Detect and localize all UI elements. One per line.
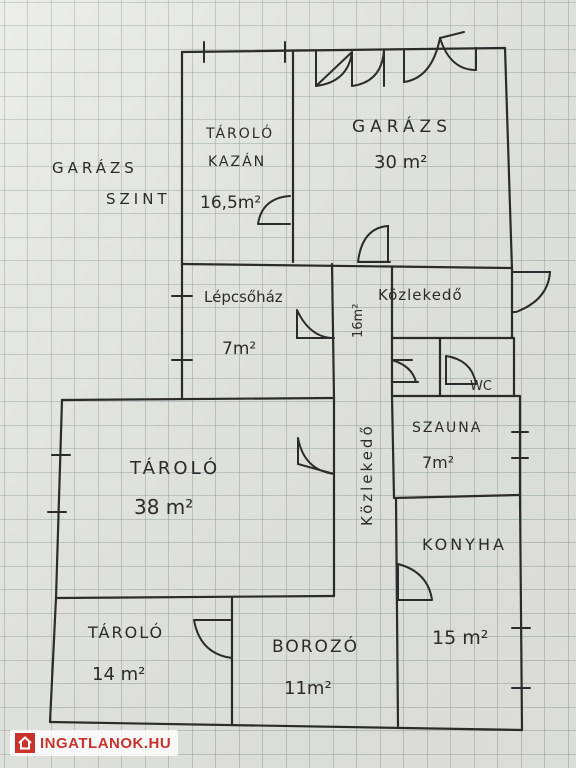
tarolo-kazan-area: 16,5m² [200, 193, 261, 213]
garazs-name: GARÁZS [352, 115, 452, 137]
tarolo-kazan-line1: TÁROLÓ [205, 124, 274, 142]
kozlekedo-vertical-name: Közlekedő [358, 423, 376, 526]
house-icon [15, 733, 35, 753]
szauna-area: 7m² [422, 453, 454, 472]
konyha-name: KONYHA [422, 535, 507, 554]
tarolo-small-area: 14 m² [92, 664, 145, 685]
borozo-area: 11m² [284, 678, 332, 699]
garazs-area: 30 m² [374, 152, 427, 173]
watermark: INGATLANOK.HU [10, 730, 179, 756]
walls [48, 46, 524, 732]
garazs-szint-line2: SZINT [106, 190, 171, 208]
lepcsohaz-area: 7m² [222, 339, 256, 359]
tarolo-big-name: TÁROLÓ [129, 457, 220, 479]
szauna-name: SZAUNA [412, 420, 482, 436]
tarolo-big-area: 38 m² [134, 495, 193, 519]
door-swings [193, 195, 552, 659]
kozlekedo-upper-area: 16m² [351, 304, 366, 338]
kozlekedo-upper-name: Közlekedő [378, 286, 463, 304]
konyha-area: 15 m² [432, 627, 488, 649]
wc-label: WC [470, 379, 492, 394]
lepcsohaz-name: Lépcsőház [204, 288, 283, 306]
watermark-text: INGATLANOK.HU [40, 734, 172, 752]
wall-ticks [47, 41, 531, 689]
borozo-name: BOROZÓ [272, 635, 359, 657]
garage-doors [315, 31, 477, 87]
tarolo-kazan-line2: KAZÁN [208, 153, 266, 170]
tarolo-small-name: TÁROLÓ [87, 623, 164, 642]
garazs-szint-line1: GARÁZS [52, 158, 138, 177]
